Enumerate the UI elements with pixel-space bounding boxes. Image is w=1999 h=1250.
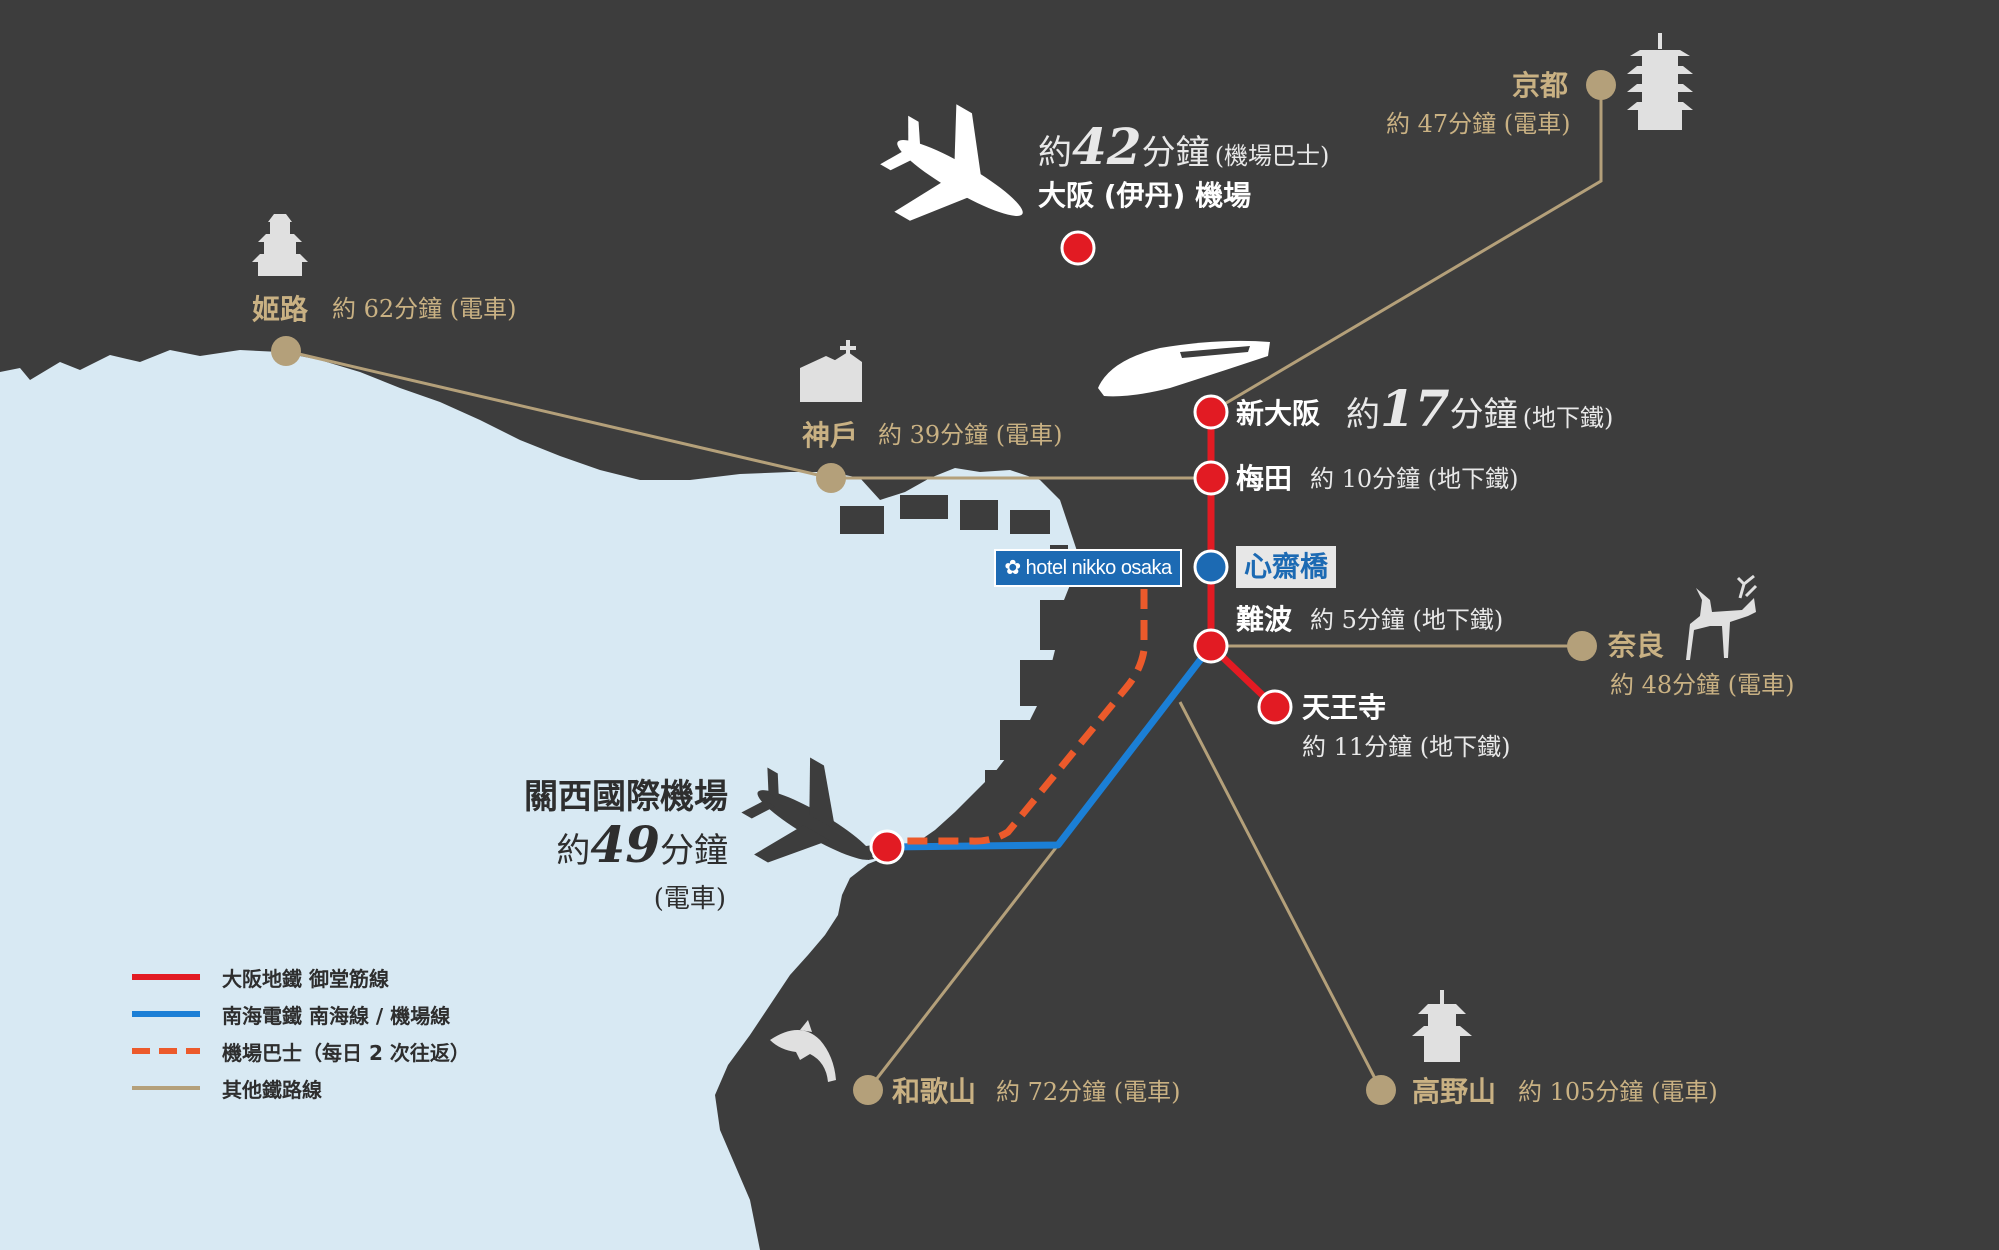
shin-osaka-time: 約17分鐘 (地下鐵) [1346,379,1614,438]
legend-swatch [132,1011,200,1017]
himeji-name[interactable]: 姬路 [252,293,309,326]
legend-label: 南海電鐵 南海線 / 機場線 [222,1003,451,1028]
kix-airport-dot [869,829,905,865]
nankai-line [886,643,1214,851]
castle-icon [252,214,308,276]
koyasan-name[interactable]: 高野山 [1412,1075,1497,1108]
shin-osaka-name[interactable]: 新大阪 [1236,397,1321,430]
legend-label: 其他鐵路線 [222,1077,322,1102]
namba-name[interactable]: 難波 [1236,603,1293,636]
kix-airport-name[interactable]: 關西國際機場 [524,777,728,817]
hotel-name: hotel nikko osaka [1025,557,1173,579]
other-rail-lines [285,85,1603,1091]
deer-icon [1686,574,1758,660]
umeda-time: 約 10分鐘 (地下鐵) [1310,465,1519,493]
koyasan-time: 約 105分鐘 (電車) [1518,1078,1718,1106]
line-himeji-kobe [285,349,832,480]
legend-item-subway: 大阪地鐵 御堂筋線 [132,962,389,992]
himeji-station-dot [271,336,301,366]
wakayama-station-dot [853,1075,883,1105]
namba-time: 約 5分鐘 (地下鐵) [1310,606,1504,634]
kix-time: 約49分鐘 [556,815,728,874]
line-wakayama [866,844,1060,1091]
bullet-train-icon [1098,340,1270,397]
itami-time: 約42分鐘 (機場巴士) [1038,117,1330,176]
kyoto-name[interactable]: 京都 [1512,69,1569,102]
kobe-station-dot [816,463,846,493]
hotel-label[interactable]: ✿ hotel nikko osaka [994,549,1182,587]
church-icon [800,340,862,402]
legend-swatch [132,1086,200,1090]
wakayama-time: 約 72分鐘 (電車) [996,1078,1181,1106]
airplane-icon [880,104,1023,221]
legend-label: 機場巴士（每日 2 次往返） [222,1040,470,1065]
temple-icon [1412,990,1472,1062]
nara-name[interactable]: 奈良 [1608,629,1665,662]
line-koyasan [1178,701,1383,1091]
shinsaibashi-label[interactable]: 心齋橋 [1236,546,1337,588]
legend-item-nankai: 南海電鐵 南海線 / 機場線 [132,999,450,1029]
flower-logo-icon: ✿ [1004,557,1021,579]
tennoji-name[interactable]: 天王寺 [1302,691,1387,724]
airport-bus-route [887,589,1148,845]
dolphin-icon [770,1020,836,1082]
legend-swatch [132,1048,200,1054]
osaka-bay [0,350,1080,1250]
pagoda-icon [1627,33,1693,130]
himeji-time: 約 62分鐘 (電車) [332,295,517,323]
itami-airport-dot [1060,230,1096,266]
koyasan-station-dot [1366,1075,1396,1105]
kyoto-station-dot [1586,70,1616,100]
tennoji-station-dot [1257,689,1293,725]
kobe-time: 約 39分鐘 (電車) [878,421,1063,449]
umeda-station-dot [1193,460,1229,496]
legend-swatch [132,974,200,980]
umeda-name[interactable]: 梅田 [1236,462,1293,495]
shinsaibashi-station-dot [1193,549,1229,585]
legend-label: 大阪地鐵 御堂筋線 [222,966,389,991]
kix-mode: (電車) [653,884,726,914]
namba-station-dot [1193,628,1229,664]
legend-item-other-rail: 其他鐵路線 [132,1073,322,1103]
airplane-icon [741,757,873,863]
nara-station-dot [1567,631,1597,661]
itami-airport-name[interactable]: 大阪 (伊丹) 機場 [1038,179,1252,212]
tennoji-time: 約 11分鐘 (地下鐵) [1302,733,1511,761]
legend-item-bus: 機場巴士（每日 2 次往返） [132,1036,470,1066]
line-kyoto-shinosaka [1210,85,1603,414]
shin-osaka-station-dot [1193,394,1229,430]
kobe-name[interactable]: 神戶 [802,419,859,452]
nara-time: 約 48分鐘 (電車) [1610,671,1795,699]
wakayama-name[interactable]: 和歌山 [892,1075,977,1108]
kyoto-time: 約 47分鐘 (電車) [1386,110,1571,138]
